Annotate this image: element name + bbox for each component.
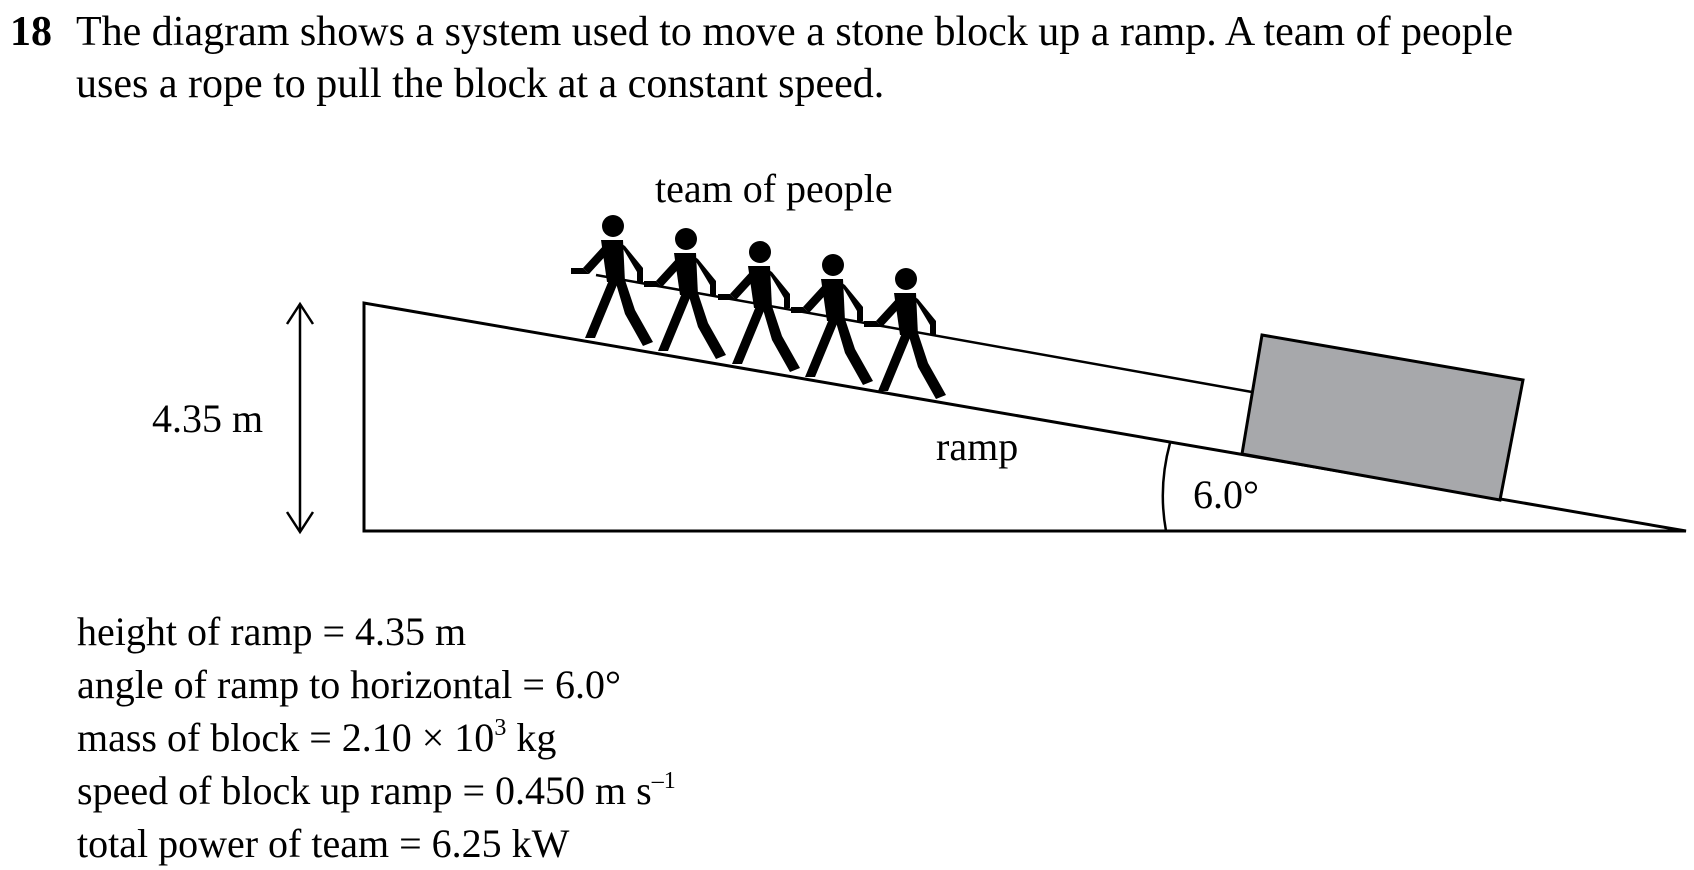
rope	[595, 273, 1253, 394]
data-speed-exponent: –1	[651, 767, 676, 794]
label-height: 4.35 m	[152, 396, 263, 441]
angle-arc	[1161, 442, 1172, 532]
data-mass: mass of block = 2.10 × 103 kg	[77, 711, 676, 764]
stone-block	[1240, 333, 1525, 502]
data-angle: angle of ramp to horizontal = 6.0°	[77, 662, 621, 707]
question-text: The diagram shows a system used to move …	[76, 6, 1676, 110]
data-speed: speed of block up ramp = 0.450 m s–1	[77, 764, 676, 817]
label-ramp: ramp	[936, 424, 1018, 469]
height-arrow	[285, 301, 315, 535]
label-team-of-people: team of people	[655, 166, 893, 211]
data-height: height of ramp = 4.35 m	[77, 609, 467, 654]
data-power: total power of team = 6.25 kW	[77, 821, 570, 866]
data-mass-exponent: 3	[494, 714, 507, 741]
question-text-line-2: uses a rope to pull the block at a const…	[76, 61, 885, 107]
question-text-line-1: The diagram shows a system used to move …	[76, 9, 1514, 55]
question-number: 18	[10, 9, 52, 55]
label-angle: 6.0°	[1193, 472, 1259, 517]
data-mass-unit: kg	[506, 715, 557, 760]
given-data: height of ramp = 4.35 m angle of ramp to…	[77, 605, 676, 870]
data-mass-text: mass of block = 2.10 × 10	[77, 715, 495, 760]
data-speed-text: speed of block up ramp = 0.450 m s	[77, 768, 652, 813]
